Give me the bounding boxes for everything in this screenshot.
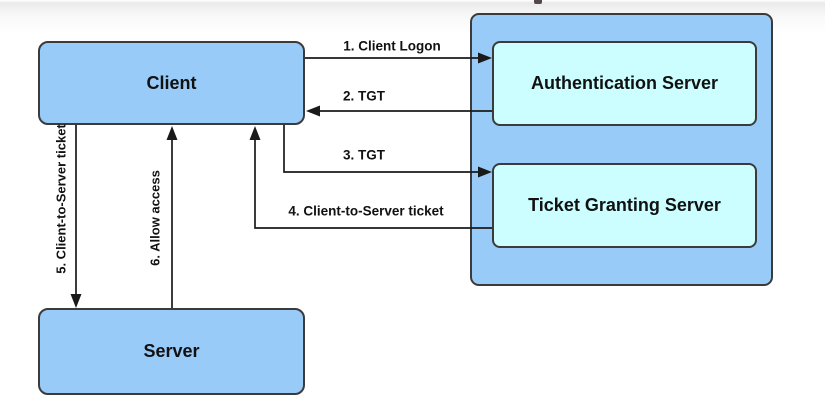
arrow-3-tgt <box>283 125 492 178</box>
server-label: Server <box>143 341 200 361</box>
arrow-label-5: 5. Client-to-Server ticket <box>53 124 69 274</box>
ticket-granting-server-box: Ticket Granting Server <box>492 163 757 248</box>
authentication-server-box: Authentication Server <box>492 41 757 126</box>
client-label: Client <box>146 72 197 93</box>
arrow-label-6: 6. Allow access <box>147 170 163 266</box>
arrow-label-3: 3. TGT <box>342 147 386 163</box>
arrow-5-client-to-server-ticket <box>70 125 82 308</box>
arrow-2-tgt <box>306 105 492 117</box>
arrow-label-4: 4. Client-to-Server ticket <box>288 203 444 219</box>
arrow-label-1: 1. Client Logon <box>343 38 441 54</box>
arrow-label-2: 2. TGT <box>342 88 386 104</box>
server-box: Server <box>38 308 305 395</box>
authentication-server-label: Authentication Server <box>530 73 719 93</box>
arrow-6-allow-access <box>166 126 178 308</box>
cropped-title-fragment <box>534 0 542 4</box>
arrow-1-client-logon <box>305 52 492 64</box>
ticket-granting-server-label: Ticket Granting Server <box>528 195 721 215</box>
client-box: Client <box>38 41 305 125</box>
